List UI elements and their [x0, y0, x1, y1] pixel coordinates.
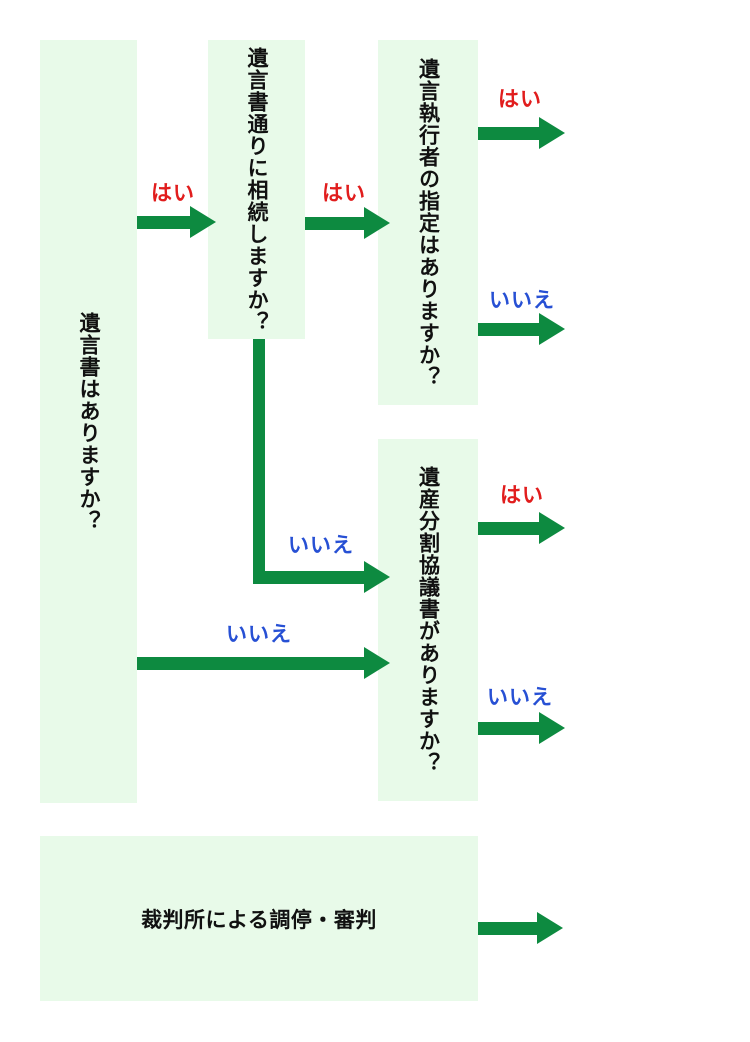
box-executor-designated-question: 遺言執行者の指定はありますか？	[378, 40, 478, 405]
arrow-q2-to-q3-yes	[305, 207, 390, 239]
arrowhead-right-icon	[539, 712, 565, 744]
arrow-q1-to-q4-no	[137, 647, 390, 679]
arrowhead-right-icon	[539, 313, 565, 345]
arrow-shaft	[478, 521, 539, 535]
box-inherit-per-will-text: 遺言書通りに相続しますか？	[245, 46, 268, 333]
arrow-q4-exit-yes	[478, 512, 565, 544]
box-will-exists-text: 遺言書はありますか？	[77, 311, 100, 532]
arrow-q2-to-q4-vertical-segment	[253, 339, 265, 584]
box-inherit-per-will-question: 遺言書通りに相続しますか？	[208, 40, 305, 339]
arrowhead-right-icon	[539, 117, 565, 149]
arrowhead-right-icon	[537, 912, 563, 944]
box-court-mediation-text: 裁判所による調停・審判	[141, 908, 377, 932]
arrowhead-right-icon	[364, 647, 390, 679]
arrow-q4-exit-no	[478, 712, 565, 744]
box-division-agreement-question: 遺産分割協議書がありますか？	[378, 439, 478, 801]
arrowhead-right-icon	[364, 207, 390, 239]
arrow-q2-to-q4-no	[253, 561, 390, 593]
arrowhead-right-icon	[364, 561, 390, 593]
arrow-shaft	[137, 215, 190, 229]
arrow-q1-to-q2-yes	[137, 206, 216, 238]
arrowhead-right-icon	[190, 206, 216, 238]
label-no-q4-exit: いいえ	[487, 686, 553, 709]
label-yes-q4-exit: はい	[500, 484, 544, 507]
label-no-q1-q4: いいえ	[226, 623, 292, 646]
arrow-shaft	[478, 921, 537, 935]
arrow-shaft	[253, 570, 364, 584]
arrow-q3-exit-no	[478, 313, 565, 345]
box-will-exists-question: 遺言書はありますか？	[40, 40, 137, 803]
arrow-shaft	[478, 721, 539, 735]
arrow-shaft	[478, 322, 539, 336]
box-executor-designated-text: 遺言執行者の指定はありますか？	[416, 57, 440, 388]
arrow-court-exit	[478, 912, 563, 944]
box-division-agreement-text: 遺産分割協議書がありますか？	[416, 466, 440, 774]
arrow-shaft	[137, 656, 364, 670]
label-no-q3-exit: いいえ	[489, 289, 555, 312]
label-yes-q1-q2: はい	[151, 182, 195, 205]
box-court-mediation: 裁判所による調停・審判	[40, 836, 478, 1001]
arrow-shaft	[478, 126, 539, 140]
label-no-q2-q4: いいえ	[288, 534, 354, 557]
arrow-q3-exit-yes	[478, 117, 565, 149]
label-yes-q2-q3: はい	[322, 182, 366, 205]
arrowhead-right-icon	[539, 512, 565, 544]
label-yes-q3-exit: はい	[498, 88, 542, 111]
arrow-shaft	[305, 216, 364, 230]
